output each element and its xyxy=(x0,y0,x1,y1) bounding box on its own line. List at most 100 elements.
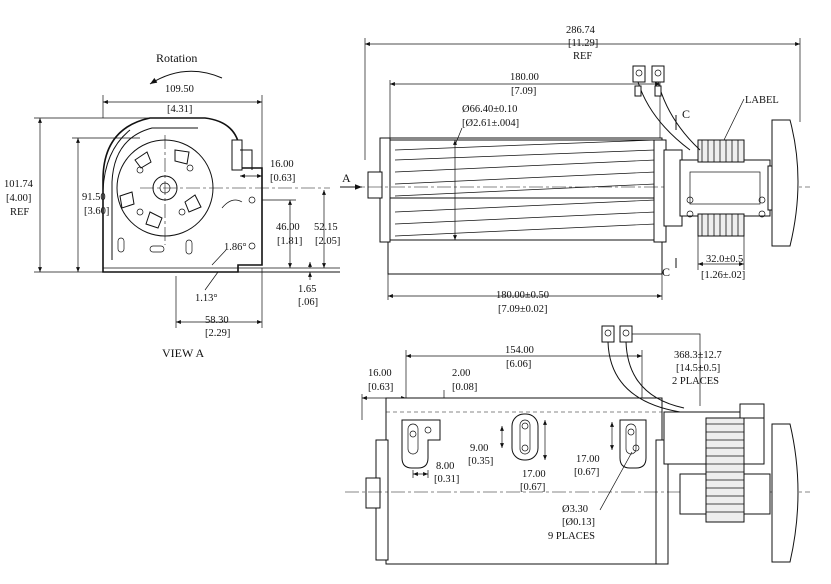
hole-mid-1 xyxy=(521,422,529,430)
rivet-1 xyxy=(136,166,144,174)
outlet-tab xyxy=(231,139,243,171)
section-c-top: C xyxy=(682,107,690,121)
dim-height-ref-tag: REF xyxy=(10,207,29,218)
dim-lead-in: [14.5±0.5] xyxy=(676,363,720,374)
outlet-lip xyxy=(240,149,253,170)
rotation-arrow xyxy=(149,70,223,85)
blade-4 xyxy=(145,211,163,229)
slot-bracket-right xyxy=(619,419,647,469)
dim-outlet-in: [0.63] xyxy=(270,173,295,184)
dim-outlet: 16.00 xyxy=(270,159,294,170)
dim-slot-off: 8.00 xyxy=(436,461,454,472)
slot-mid-inner xyxy=(519,419,531,455)
dim-base-in: [2.29] xyxy=(205,328,230,339)
hole-right-1 xyxy=(627,428,635,436)
dim-hole: Ø3.30 xyxy=(562,504,588,515)
dim-slot-h: 9.00 xyxy=(470,443,488,454)
dim-lead-tag: 2 PLACES xyxy=(672,376,719,387)
terminal-1 xyxy=(632,65,646,83)
hole-left-1 xyxy=(409,430,417,438)
front-coil xyxy=(705,417,745,523)
front-lead-1 xyxy=(607,341,681,413)
coil-top xyxy=(697,139,745,163)
angle-b: 1.13° xyxy=(195,293,218,304)
dim-overall-in: [11.29] xyxy=(568,38,598,49)
wire-clip xyxy=(221,199,243,209)
housing-scroll xyxy=(102,129,131,191)
slot-left xyxy=(117,237,125,253)
mount-hole-top xyxy=(248,196,256,204)
dim-edge: 16.00 xyxy=(368,368,392,379)
slot-left-inner xyxy=(407,423,419,455)
coil-windings xyxy=(701,140,739,236)
front-shaft-stub xyxy=(365,477,381,509)
dim-slot-span: 154.00 xyxy=(505,345,534,356)
dim-body: 91.50 xyxy=(82,192,106,203)
front-terminal-1 xyxy=(601,325,615,343)
dim-mount: 46.00 xyxy=(276,222,300,233)
motor-end-cap xyxy=(771,119,799,247)
dim-body-in: [3.60] xyxy=(84,206,109,217)
dim-width: 109.50 xyxy=(165,84,194,95)
terminal-2 xyxy=(651,65,665,83)
front-end-plate-right xyxy=(655,439,669,565)
top-view: 286.74 [11.29] REF 180.00 [7.09] xyxy=(340,25,810,315)
rivet-2 xyxy=(186,164,194,172)
dim-mid-a: 17.00 xyxy=(522,469,546,480)
dim-lead-leader xyxy=(632,333,701,406)
housing-inner-wall xyxy=(111,127,198,260)
slot-bottom xyxy=(149,245,165,253)
dim-mid-b: 17.00 xyxy=(576,454,600,465)
dim-width-in: [4.31] xyxy=(167,104,192,115)
hole-right-2 xyxy=(632,444,640,452)
shaft-stub-left xyxy=(367,171,383,199)
front-lead-2 xyxy=(625,341,685,409)
arrow-a-label: A xyxy=(342,171,351,185)
dim-outlet-h: 52.15 xyxy=(314,222,338,233)
dim-wheel-len-in: [7.09] xyxy=(511,86,536,97)
dim-motor: 32.0±0.5 xyxy=(706,254,743,265)
blade-1 xyxy=(134,151,152,169)
rivet-3 xyxy=(178,208,186,216)
front-motor-stack xyxy=(679,473,707,515)
dim-base: 58.30 xyxy=(205,315,229,326)
dim-housing: 180.00±0.50 xyxy=(496,290,549,301)
slot-bracket-mid xyxy=(511,413,539,461)
section-c-bottom: C xyxy=(662,265,670,279)
dim-slot-span-in: [6.06] xyxy=(506,359,531,370)
housing-outline xyxy=(102,117,263,273)
dim-mid-b-in: [0.67] xyxy=(574,467,599,478)
dim-motor-in: [1.26±.02] xyxy=(701,270,745,281)
front-motor-end-cap xyxy=(771,423,799,563)
coil-bottom xyxy=(697,213,745,237)
dim-height-ref: 101.74 xyxy=(4,179,34,190)
dim-mount-in: [1.81] xyxy=(277,236,302,247)
dim-diam: Ø66.40±0.10 xyxy=(462,104,517,115)
dim-hole-tag: 9 PLACES xyxy=(548,531,595,542)
front-terminal-2 xyxy=(619,325,633,343)
dim-mid-a-in: [0.67] xyxy=(520,482,545,493)
motor-frame xyxy=(679,159,771,217)
slot-bracket-left xyxy=(401,419,441,469)
motor-flange xyxy=(663,149,683,227)
dim-slot-w-in: [0.08] xyxy=(452,382,477,393)
impeller-blades xyxy=(394,139,656,237)
dim-step-in: [.06] xyxy=(298,297,318,308)
dim-wheel-len: 180.00 xyxy=(510,72,539,83)
front-motor-clip xyxy=(739,403,765,419)
dim-slot-off-in: [0.31] xyxy=(434,474,459,485)
blade-2 xyxy=(174,149,190,165)
dim-overall-tag: REF xyxy=(573,51,592,62)
dim-slot-h-in: [0.35] xyxy=(468,456,493,467)
dim-housing-in: [7.09±0.02] xyxy=(498,304,548,315)
front-view: 154.00 [6.06] 16.00 [0.63] 2.00 [0.08] xyxy=(345,325,810,565)
dim-lead: 368.3±12.7 xyxy=(674,350,722,361)
slot-right xyxy=(185,239,193,255)
side-view: Rotation xyxy=(4,51,340,360)
hole-left-2 xyxy=(424,426,432,434)
front-coil-windings xyxy=(706,423,744,513)
dim-diam-in: [Ø2.61±.004] xyxy=(462,118,519,129)
hole-mid-2 xyxy=(521,444,529,452)
angle-a: 1.86° xyxy=(224,242,247,253)
